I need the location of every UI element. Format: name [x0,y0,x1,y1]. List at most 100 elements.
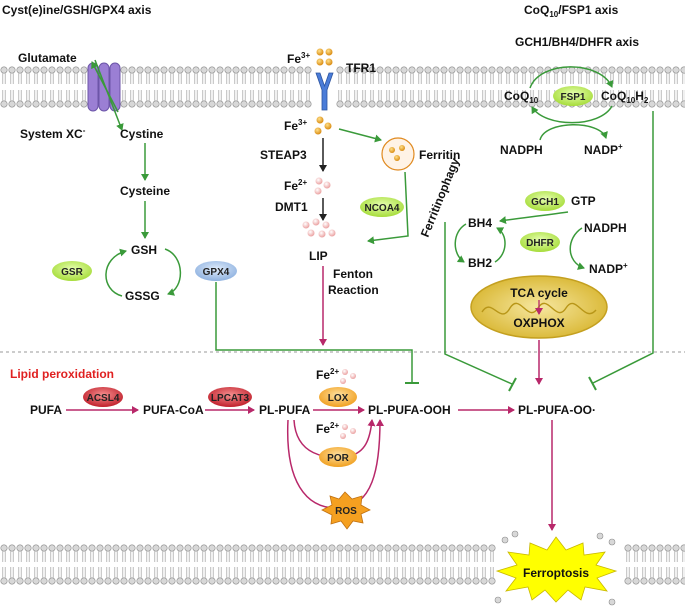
lipid-tail [386,73,390,84]
lipid-head [248,100,256,108]
lipid-tail [658,90,662,101]
bh4-inhibition-line [444,222,513,385]
lipid-tail [138,567,142,578]
lipid-tail [154,567,158,578]
lipid-head [360,100,368,108]
lipid-tail [474,73,478,84]
pufa-label: PUFA [30,403,62,417]
lipid-head [0,100,8,108]
lipid-tail [362,567,366,578]
lipid-tail [562,73,566,84]
lipid-head [280,544,288,552]
lipid-tail [682,551,685,562]
lipid-tail [498,73,502,84]
fe3-outside-dots [316,48,333,66]
nadp-dhfr-label: NADP+ [589,261,628,276]
lipid-tail [658,567,662,578]
lipid-head [504,100,512,108]
lipid-tail [674,73,678,84]
svg-text:FSP1: FSP1 [560,92,585,103]
lipid-tail [194,73,198,84]
lipid-tail [138,551,142,562]
lipid-head [248,544,256,552]
lipid-head [456,66,464,74]
lipid-tail [226,551,230,562]
fsp1-pill: FSP1 [553,86,593,106]
lipid-head [376,100,384,108]
gpx4-pill: GPX4 [195,261,237,281]
lipid-head [456,544,464,552]
lipid-head [264,100,272,108]
lipid-tail [218,567,222,578]
lipid-head [256,577,264,585]
lipid-tail [418,551,422,562]
nadph-to-nadp-dhfr-arc [569,227,585,270]
lipid-tail [682,567,685,578]
lip-dots [302,218,336,238]
lipid-head [232,100,240,108]
gtp-label: GTP [571,194,596,208]
lipid-head [440,544,448,552]
lipid-head [656,577,664,585]
lipid-tail [346,551,350,562]
lipid-head [368,544,376,552]
lipid-tail [42,90,46,101]
gch1-pill: GCH1 [525,191,565,211]
lipid-head [624,66,632,74]
lipid-tail [306,551,310,562]
lipid-head [272,66,280,74]
lipid-head [400,66,408,74]
lipid-tail [666,567,670,578]
ferritinophagy-arrow [367,171,409,245]
lipid-head [464,66,472,74]
lipid-head [256,100,264,108]
lipid-tail [266,567,270,578]
lipid-tail [154,90,158,101]
cystine-import-arrow [94,59,124,131]
lipid-head [480,100,488,108]
lipid-head [384,100,392,108]
lipid-tail [290,90,294,101]
lipid-head [272,577,280,585]
lipid-tail [650,567,654,578]
fe3-to-ferritin-arrow [338,128,382,143]
lipid-head [511,530,519,538]
lipid-tail [626,551,630,562]
lipid-head [144,577,152,585]
tca-cycle-label: TCA cycle [510,286,568,300]
lipid-head [336,544,344,552]
lipid-tail [514,73,518,84]
lipid-tail [666,90,670,101]
lipid-tail [258,551,262,562]
lipid-head [56,66,64,74]
lipid-head [248,66,256,74]
lipid-head [488,66,496,74]
lipid-head [440,577,448,585]
fenton-label-line1: Fenton [333,267,373,281]
lipid-tail [666,73,670,84]
lipid-head [544,100,552,108]
lipid-head [320,544,328,552]
lipid-tail [66,73,70,84]
lipid-head [56,577,64,585]
lipid-head [136,66,144,74]
lipid-tail [242,73,246,84]
lipid-tail [178,551,182,562]
lipid-tail [506,73,510,84]
lipid-tail [602,90,606,101]
lipid-head [16,100,24,108]
bh2-to-bh4-arc [494,227,506,263]
lipid-head [616,66,624,74]
lipid-head [64,577,72,585]
coq10-reduction-top-arc [529,66,614,89]
lipid-head [96,577,104,585]
lipid-tail [282,90,286,101]
lipid-tail [506,90,510,101]
lipid-tail [242,90,246,101]
lipid-head [568,66,576,74]
lipid-tail [130,567,134,578]
lipid-head [160,544,168,552]
lipid-head [608,66,616,74]
lipid-tail [218,551,222,562]
lipid-head [208,544,216,552]
